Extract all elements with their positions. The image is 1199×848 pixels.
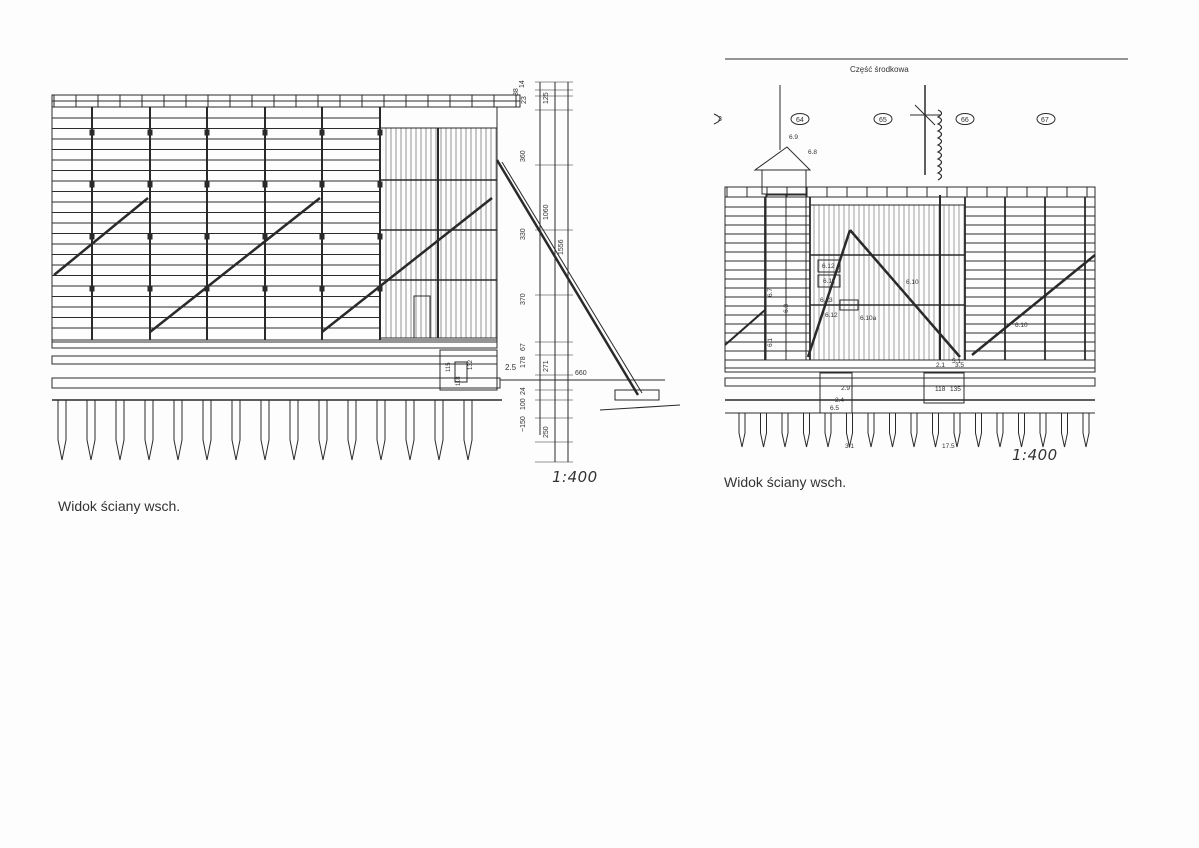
base-hut xyxy=(923,372,965,404)
callout-label: 6.10 xyxy=(906,279,919,286)
dim-label: 178 xyxy=(520,356,527,368)
dim-label: 14 xyxy=(519,80,526,88)
callout-label: 6.11 xyxy=(823,278,836,285)
dim-label: 125 xyxy=(543,92,550,104)
axis-label: 67 xyxy=(1041,117,1049,124)
dim-label: 24 xyxy=(520,387,527,395)
small-label: 118 xyxy=(456,376,462,386)
wall-body xyxy=(724,196,1096,373)
right-caption: Widok ściany wsch. xyxy=(724,474,847,490)
callout-label: 118 xyxy=(935,386,946,393)
callout-label: 3.5 xyxy=(955,362,964,369)
dim-bottom-660: 660 xyxy=(575,370,587,377)
dim-label: 370 xyxy=(520,293,527,305)
callout-label: 6.1 xyxy=(767,338,774,347)
dim-label: 88 xyxy=(513,88,520,96)
dim-label: 360 xyxy=(520,150,527,162)
callout-label: 5.1 xyxy=(952,358,961,365)
axis-label: 66 xyxy=(961,117,969,124)
callout-label: 6.7 xyxy=(767,288,774,297)
callout-label: 6.10 xyxy=(1015,322,1028,329)
left-scale-label: 1:400 xyxy=(552,468,598,486)
callout-label: 6.8 xyxy=(808,149,817,156)
dim-label: 271 xyxy=(543,360,550,372)
label-2-5: 2.5 xyxy=(505,363,517,372)
dim-label: 1060 xyxy=(543,204,550,220)
callout-label: 2.9 xyxy=(841,385,850,392)
callout-label: 6.3 xyxy=(783,304,790,313)
callout-label: 6.12 xyxy=(825,312,838,319)
callout-label: 6.13 xyxy=(820,297,833,304)
right-scale-label: 1:400 xyxy=(1012,446,1058,464)
callout-label: 135 xyxy=(950,386,961,393)
callout-label: 6.9 xyxy=(789,134,798,141)
callout-label: 6.10a xyxy=(860,315,877,322)
axis-label: 65 xyxy=(879,117,887,124)
dim-label: 100 xyxy=(520,398,527,410)
dim-label: 23 xyxy=(521,96,528,104)
dim-label: 1556 xyxy=(558,239,565,255)
small-label: 115 xyxy=(446,362,452,372)
dim-label: 67 xyxy=(520,343,527,351)
left-caption: Widok ściany wsch. xyxy=(58,498,181,514)
dim-label: 330 xyxy=(520,228,527,240)
callout-label: 2.4 xyxy=(835,397,844,404)
section-header: Część środkowa xyxy=(850,65,909,74)
strut-footing xyxy=(614,389,660,401)
callout-label: 2.1 xyxy=(936,362,945,369)
callout-label: 3.1 xyxy=(845,443,854,450)
door xyxy=(413,295,431,339)
dim-label: 250 xyxy=(543,426,550,438)
callout-label: 6.12 xyxy=(822,263,835,270)
callout-label: 17.5 xyxy=(942,443,955,450)
dim-label: ~150 xyxy=(520,416,527,432)
right-elevation-drawing: Część środkowa 3 64 65 66 67 6.9 6.8 6.7 6.3 6.1… xyxy=(713,58,1128,450)
callout-label: 6.5 xyxy=(830,405,839,412)
axis-label: 3 xyxy=(718,116,722,123)
small-label: 132 xyxy=(468,359,474,370)
base-hut xyxy=(439,349,498,391)
axis-label: 64 xyxy=(796,117,804,124)
